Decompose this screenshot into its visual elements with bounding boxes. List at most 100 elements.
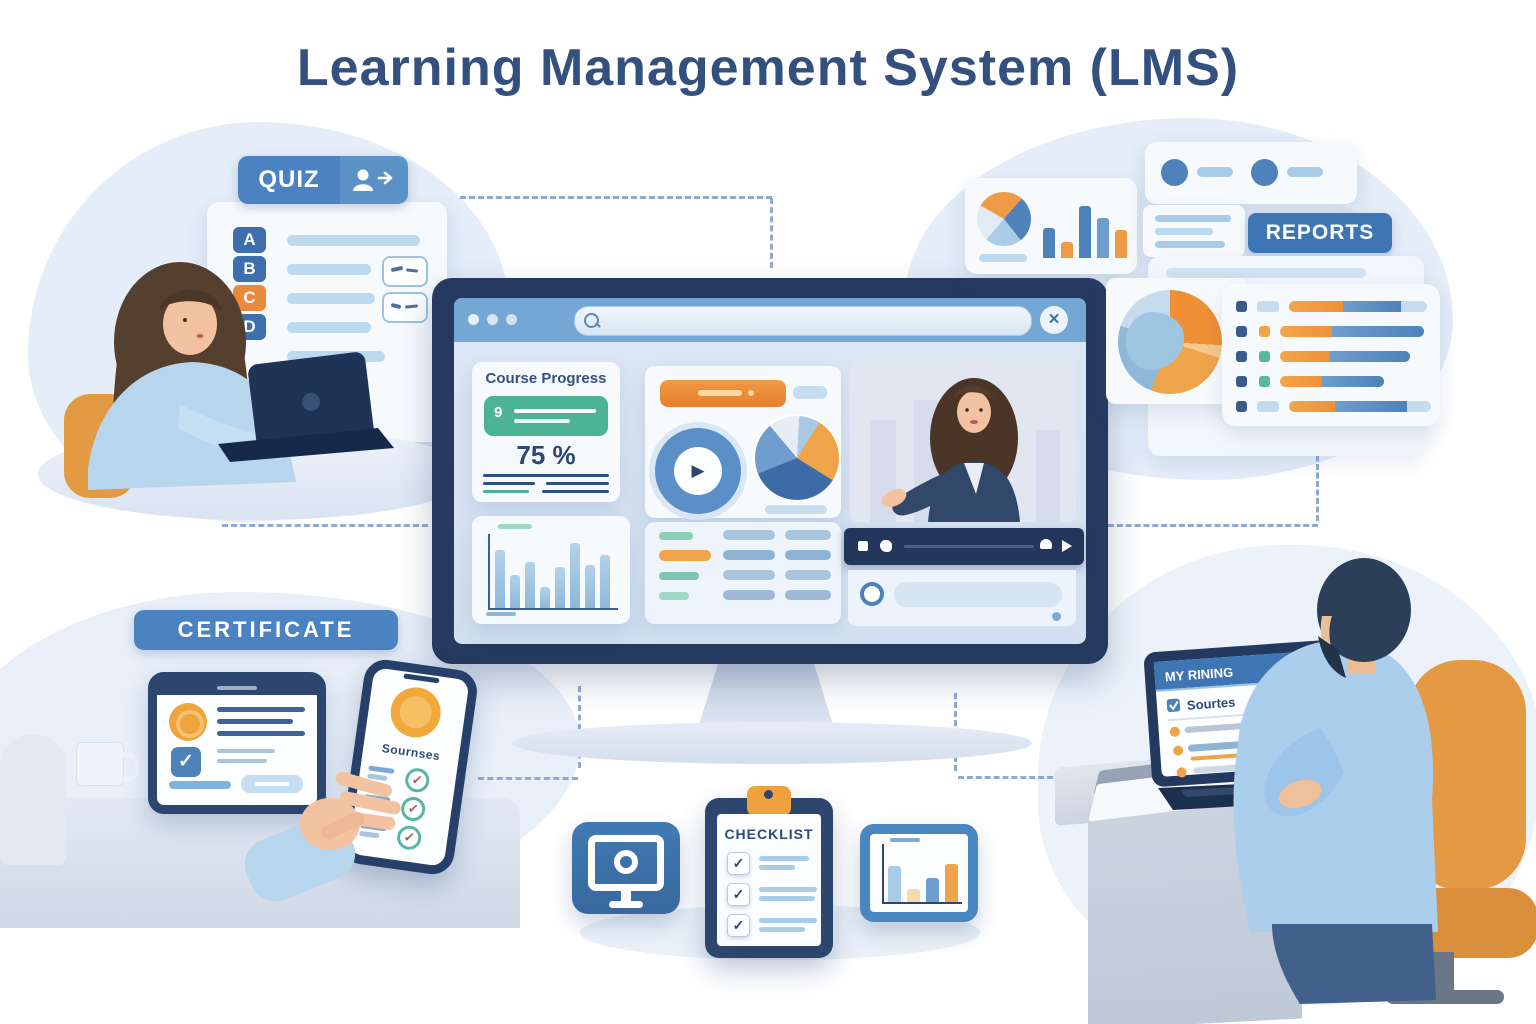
mug-handle	[118, 752, 139, 782]
row-bar-stack	[1280, 325, 1424, 337]
cert-footer-line	[169, 781, 231, 789]
avatar	[1251, 159, 1278, 186]
comment-row	[848, 570, 1076, 626]
list-line	[723, 530, 775, 540]
window-dot[interactable]	[468, 314, 479, 325]
clipboard-clip	[747, 786, 791, 816]
page-title: Learning Management System (LMS)	[296, 39, 1240, 97]
course-progress-title: Course Progress	[485, 370, 607, 387]
comment-input[interactable]	[894, 582, 1062, 607]
clipboard-paper: CHECKLIST ✓✓✓	[717, 814, 821, 946]
bar-blue	[1332, 325, 1424, 337]
overview-bar	[1115, 230, 1127, 258]
activity-bar	[585, 565, 595, 608]
send-dot[interactable]	[1052, 612, 1061, 621]
quiz-answer-bar	[287, 293, 375, 304]
list-line	[785, 530, 831, 540]
quiz-option-A[interactable]: A	[233, 227, 266, 253]
axis-label	[498, 524, 532, 529]
cert-button[interactable]	[241, 775, 303, 793]
report-pie-chart	[1118, 290, 1222, 394]
button-glyph	[255, 782, 289, 786]
video-control-bar[interactable]	[844, 528, 1084, 565]
bar-blue	[1322, 375, 1384, 387]
avatar	[1161, 159, 1188, 186]
badge-line	[514, 419, 570, 423]
checklist-check-icon: ✓	[727, 883, 750, 906]
overview-bar	[1079, 206, 1091, 258]
connector-cert-h	[478, 777, 578, 780]
activity-bar	[555, 567, 565, 608]
quiz-option-C[interactable]: C	[233, 285, 266, 311]
quiz-banner-label: QUIZ	[238, 156, 340, 204]
laptop-course-text: Sourtes	[1186, 695, 1235, 713]
row-lead-square	[1259, 325, 1270, 337]
seal-ring	[176, 710, 204, 738]
play-button-inner: ▶	[674, 447, 722, 495]
checklist-check-icon: ✓	[727, 852, 750, 875]
activity-bar	[570, 542, 580, 608]
reports-label: REPORTS	[1248, 213, 1392, 253]
quiz-answer-bar	[287, 235, 420, 246]
activity-bar	[510, 574, 520, 608]
play-control-icon[interactable]	[880, 540, 892, 552]
window-dot[interactable]	[506, 314, 517, 325]
volume-icon[interactable]	[1062, 540, 1072, 552]
bell-icon[interactable]	[1040, 539, 1052, 549]
quiz-action-button-1[interactable]	[382, 256, 428, 287]
cert-line	[217, 731, 305, 736]
button-glyphs	[748, 390, 754, 396]
search-bar[interactable]	[574, 306, 1032, 336]
hand-holding-phone	[244, 771, 401, 902]
progress-badge-value: 9	[494, 404, 503, 421]
monitor-glyph-stand	[621, 891, 631, 901]
progress-track[interactable]	[904, 545, 1034, 548]
phone-notch	[403, 673, 440, 684]
monitor-glyph-base	[609, 901, 643, 908]
list-line	[723, 570, 775, 580]
pie-chart	[753, 414, 841, 502]
mini-bar	[945, 863, 958, 902]
check-icon: ✓	[178, 751, 194, 772]
cert-line	[217, 759, 267, 763]
quiz-banner: QUIZ	[238, 156, 408, 204]
bar-orange	[1280, 375, 1322, 387]
play-button[interactable]: ▶	[655, 428, 741, 514]
connector-reports-v	[1316, 447, 1319, 521]
row-bullet	[1236, 400, 1247, 412]
list-mark	[659, 572, 699, 580]
overview-bars	[1043, 192, 1129, 258]
mini-pie-chart	[977, 192, 1031, 246]
search-icon	[584, 313, 599, 328]
row-lead-square	[1259, 350, 1270, 362]
quiz-action-button-2[interactable]	[382, 292, 428, 323]
module-button[interactable]	[660, 380, 786, 407]
small-pill	[765, 505, 827, 514]
person-arrow-icon	[353, 169, 393, 191]
window-dot[interactable]	[487, 314, 498, 325]
course-progress-card: Course Progress 9 75 %	[472, 362, 620, 502]
mug	[76, 742, 124, 786]
stop-icon[interactable]	[858, 541, 868, 551]
mini-chart-card	[860, 824, 978, 922]
close-button[interactable]: ×	[1040, 306, 1068, 334]
list-line	[723, 590, 775, 600]
bar-blue	[1335, 400, 1407, 412]
certificate-tablet: ✓	[148, 672, 326, 814]
row-bullet	[1236, 300, 1247, 312]
users-card	[1145, 142, 1357, 204]
connector-quiz-top	[460, 196, 772, 199]
row-bar-stack	[1289, 300, 1427, 312]
row-lead-bar	[1257, 300, 1279, 312]
connector-cert-v	[578, 686, 581, 768]
axis-label	[486, 612, 516, 616]
button-glyphs	[698, 390, 742, 396]
report-row	[1236, 400, 1432, 412]
row-bar-stack	[1280, 350, 1410, 362]
cert-line	[217, 749, 275, 753]
quiz-option-B[interactable]: B	[233, 256, 266, 282]
activity-bar	[600, 554, 610, 608]
cert-line	[217, 707, 305, 712]
row-bullet	[1236, 325, 1247, 337]
checklist-title: CHECKLIST	[724, 826, 814, 842]
